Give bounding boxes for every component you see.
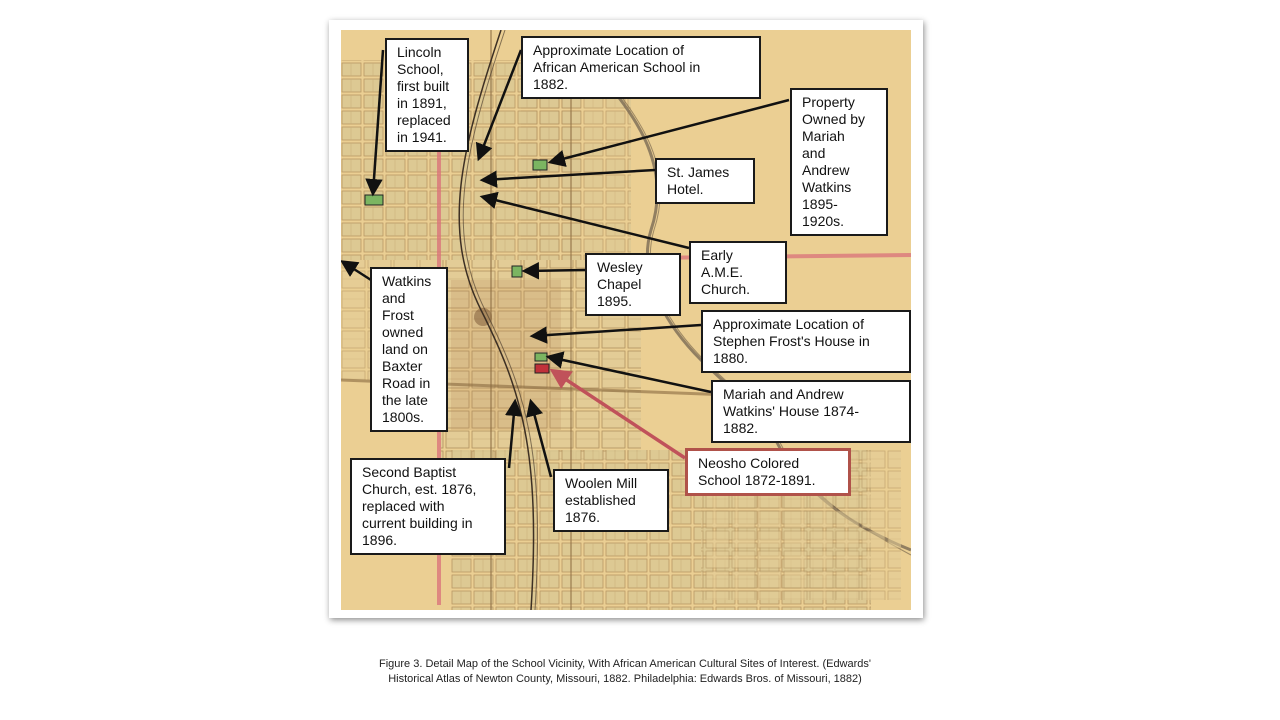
label-neosho-colored-school: Neosho Colored School 1872-1891. [685, 448, 851, 496]
figure-caption: Figure 3. Detail Map of the School Vicin… [320, 657, 930, 687]
label-lincoln-school: Lincoln School, first built in 1891, rep… [385, 38, 469, 152]
lincoln-school-marker [364, 194, 384, 206]
label-woolen-mill: Woolen Mill established 1876. [553, 469, 669, 532]
wesley-chapel-marker [511, 265, 523, 278]
historical-map: Lincoln School, first built in 1891, rep… [341, 30, 911, 610]
railroad-line [458, 30, 535, 610]
label-st-james-hotel: St. James Hotel. [655, 158, 755, 204]
watkins-property-marker [532, 159, 548, 171]
label-watkins-frost-land: Watkins and Frost owned land on Baxter R… [370, 267, 448, 432]
label-watkins-property: Property Owned by Mariah and Andrew Watk… [790, 88, 888, 236]
caption-line-1: Figure 3. Detail Map of the School Vicin… [378, 658, 871, 670]
label-approx-aa-school: Approximate Location of African American… [521, 36, 761, 99]
label-second-baptist: Second Baptist Church, est. 1876, replac… [350, 458, 506, 555]
label-wesley-chapel: Wesley Chapel 1895. [585, 253, 681, 316]
caption-line-2: Historical Atlas of Newton County, Misso… [388, 673, 862, 685]
annotation-arrows [341, 49, 790, 478]
label-frost-house: Approximate Location of Stephen Frost's … [701, 310, 911, 373]
neosho-colored-school-marker [534, 363, 550, 374]
watkins-house-marker [534, 352, 548, 362]
map-frame: Lincoln School, first built in 1891, rep… [329, 20, 923, 618]
label-early-ame-church: Early A.M.E. Church. [689, 241, 787, 304]
label-watkins-house: Mariah and Andrew Watkins' House 1874- 1… [711, 380, 911, 443]
